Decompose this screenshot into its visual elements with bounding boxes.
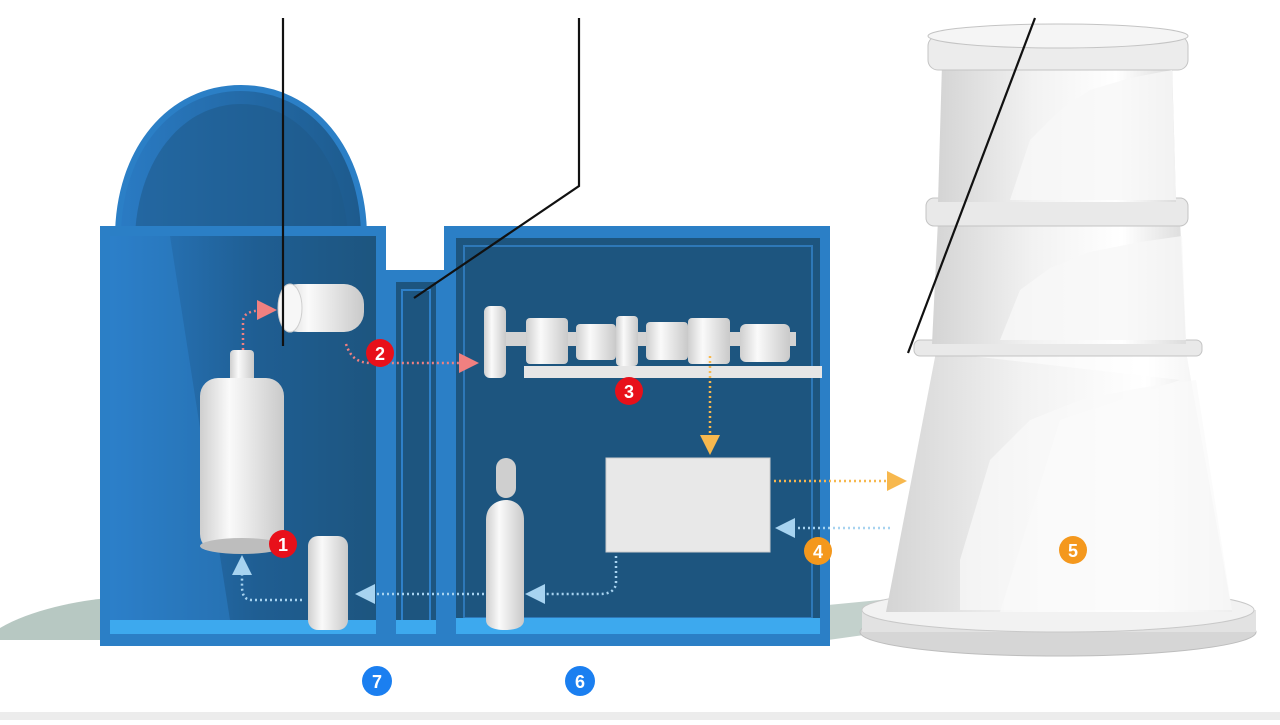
badge-6: 6 xyxy=(565,666,595,696)
badge-2-label: 2 xyxy=(375,344,385,364)
badge-7: 7 xyxy=(362,666,392,696)
badge-5-label: 5 xyxy=(1068,541,1078,561)
leader-line-tower xyxy=(906,17,1037,354)
badge-4-label: 4 xyxy=(813,542,823,562)
badge-3-label: 3 xyxy=(624,382,634,402)
badge-1-label: 1 xyxy=(278,535,288,555)
coolant-pump xyxy=(308,536,348,630)
steam-generator xyxy=(277,283,364,333)
badge-4: 4 xyxy=(804,537,832,565)
turbine-deck xyxy=(524,366,822,378)
reactor-vessel xyxy=(200,350,284,554)
ground-shadow xyxy=(0,598,110,640)
turbine-hall-floor xyxy=(456,618,820,634)
badge-5: 5 xyxy=(1059,536,1087,564)
leader-line-corridor xyxy=(413,18,581,299)
corridor-floor xyxy=(396,620,436,634)
hot-water-flow xyxy=(700,356,907,491)
badge-3: 3 xyxy=(615,377,643,405)
cooling-tower xyxy=(859,23,1257,657)
badge-2: 2 xyxy=(366,339,394,367)
leader-lines xyxy=(281,17,1037,354)
badge-6-label: 6 xyxy=(575,672,585,692)
auxiliary-corridor xyxy=(386,270,444,646)
cold-water-flow xyxy=(232,518,890,604)
dome-inner-shade xyxy=(135,104,348,236)
badge-1: 1 xyxy=(269,530,297,558)
badge-7-label: 7 xyxy=(372,672,382,692)
feedwater-pump xyxy=(486,458,524,630)
condenser xyxy=(605,457,771,553)
turbine-generator xyxy=(484,306,822,378)
bottom-bar xyxy=(0,712,1280,720)
